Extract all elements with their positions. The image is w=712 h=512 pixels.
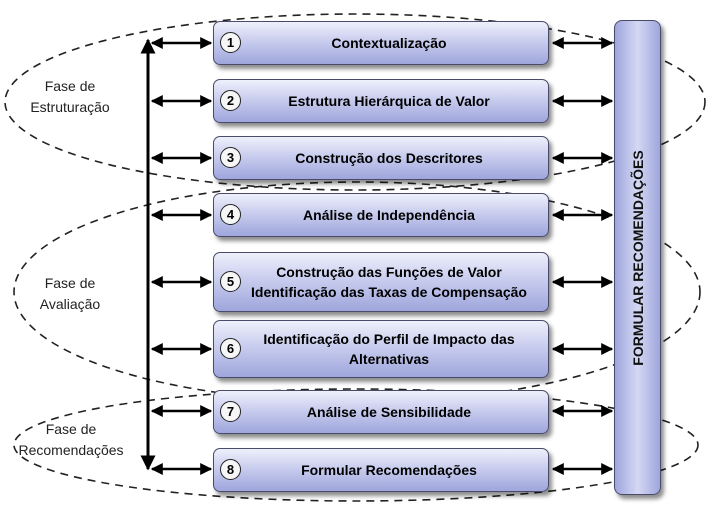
phase-label-avaliacao: Fase de Avaliação <box>18 273 122 315</box>
step-box-8: 8 Formular Recomendações <box>213 448 549 492</box>
step-text-line1: Construção dos Descritores <box>295 150 483 166</box>
step-text: Estrutura Hierárquica de Valor <box>234 80 544 122</box>
step-box-4: 4 Análise de Independência <box>213 193 549 237</box>
formular-recomendacoes-bar: FORMULAR RECOMENDAÇÕES <box>614 20 661 495</box>
phase-ellipse-estruturacao <box>4 13 706 191</box>
side-bar-label: FORMULAR RECOMENDAÇÕES <box>629 149 646 366</box>
phase-label-line2: Avaliação <box>39 296 101 312</box>
step-text-line1: Formular Recomendações <box>301 462 477 478</box>
phase-label-line2: Estruturação <box>30 99 110 115</box>
step-box-7: 7 Análise de Sensibilidade <box>213 390 549 434</box>
step-text: Análise de Sensibilidade <box>234 391 544 433</box>
step-number-badge: 6 <box>220 338 241 359</box>
step-text-line1: Identificação do Perfil de Impacto das <box>263 331 515 347</box>
step-text: Análise de Independência <box>234 194 544 236</box>
step-text-line1: Análise de Independência <box>303 207 475 223</box>
step-number-badge: 1 <box>220 32 241 53</box>
step-text-line2: Identificação das Taxas de Compensação <box>251 284 527 300</box>
step-text: Identificação do Perfil de Impacto das A… <box>234 321 544 377</box>
step-number-badge: 4 <box>220 204 241 225</box>
phase-label-line1: Fase de <box>44 275 96 291</box>
phase-label-line1: Fase de <box>44 78 96 94</box>
step-box-1: 1 Contextualização <box>213 21 549 65</box>
left-connectors <box>150 37 213 475</box>
step-text: Construção das Funções de Valor Identifi… <box>234 253 544 311</box>
phase-label-recomendacoes: Fase de Recomendações <box>8 419 134 461</box>
step-number-badge: 8 <box>220 459 241 480</box>
phase-ellipse-recomendacoes <box>13 388 699 502</box>
step-text-line1: Estrutura Hierárquica de Valor <box>288 93 490 109</box>
step-number-badge: 5 <box>220 271 241 292</box>
step-box-2: 2 Estrutura Hierárquica de Valor <box>213 79 549 123</box>
step-text-line1: Análise de Sensibilidade <box>306 404 472 420</box>
phase-label-line2: Recomendações <box>18 442 124 458</box>
step-text: Contextualização <box>234 22 544 64</box>
step-box-5: 5 Construção das Funções de Valor Identi… <box>213 252 549 312</box>
step-box-3: 3 Construção dos Descritores <box>213 136 549 180</box>
step-text-line1: Construção das Funções de Valor <box>276 264 502 280</box>
step-box-6: 6 Identificação do Perfil de Impacto das… <box>213 320 549 378</box>
step-text: Formular Recomendações <box>234 449 544 491</box>
phase-label-line1: Fase de <box>45 421 97 437</box>
right-connectors <box>551 37 614 475</box>
step-number-badge: 2 <box>220 90 241 111</box>
step-text: Construção dos Descritores <box>234 137 544 179</box>
phase-label-estruturacao: Fase de Estruturação <box>18 76 122 118</box>
step-number-badge: 3 <box>220 147 241 168</box>
step-number-badge: 7 <box>220 401 241 422</box>
step-text-line1: Contextualização <box>331 35 447 51</box>
step-text-line2: Alternativas <box>348 351 430 367</box>
